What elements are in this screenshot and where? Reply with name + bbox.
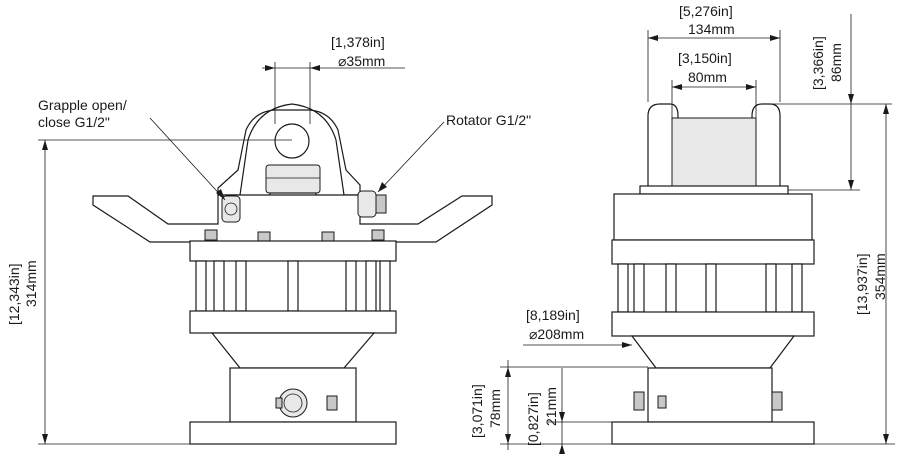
grapple-label-line2: close G1/2" <box>38 114 110 130</box>
right-tie-rods <box>617 263 803 313</box>
plate-height-in: [0,827in] <box>525 392 541 446</box>
right-ear-left <box>647 103 679 193</box>
rotator-label: Rotator G1/2" <box>446 112 531 128</box>
base-height-in: [3,071in] <box>469 384 485 438</box>
ear-height-dimension <box>772 14 892 191</box>
right-height-mm: 354mm <box>872 253 888 300</box>
left-hub-nut <box>265 164 321 194</box>
right-base-plate <box>611 421 815 445</box>
left-rotator-fitting <box>375 194 387 214</box>
left-height-in: [12,343in] <box>6 264 22 326</box>
left-grapple-port <box>221 195 241 223</box>
left-height-dimension <box>38 139 292 445</box>
left-base-plate <box>189 421 397 445</box>
left-cone <box>210 332 376 369</box>
plate-height-mm: 21mm <box>543 387 559 426</box>
right-ear-web <box>671 117 757 187</box>
left-base-port <box>278 388 308 418</box>
left-height-mm: 314mm <box>23 260 39 307</box>
pin-dia-in: [1,378in] <box>331 34 385 50</box>
left-wing-plate <box>92 194 493 243</box>
right-top-block <box>613 193 813 241</box>
left-pin-hole <box>274 123 310 159</box>
left-view <box>92 103 493 445</box>
rotator-leader <box>377 121 445 193</box>
outer-width-dimension <box>647 30 781 102</box>
inner-width-dimension <box>671 80 757 120</box>
right-lower-collar <box>611 311 815 337</box>
right-cone <box>630 335 796 369</box>
left-upper-collar <box>189 240 397 262</box>
left-tie-rods <box>195 260 391 312</box>
outer-width-mm: 134mm <box>688 21 735 37</box>
inner-width-in: [3,150in] <box>678 50 732 66</box>
left-ear <box>217 103 361 196</box>
right-ear-base <box>639 185 789 195</box>
left-rotator-port <box>357 190 377 218</box>
pin-dia-mm: ⌀35mm <box>338 53 385 69</box>
right-upper-collar <box>611 239 815 265</box>
right-view <box>611 103 815 445</box>
left-lower-collar <box>189 310 397 334</box>
pin-diameter-dimension <box>262 62 405 124</box>
plate-height-dimension <box>548 368 612 454</box>
right-base-block <box>647 367 773 423</box>
body-dia-mm: ⌀208mm <box>529 326 584 342</box>
base-height-dimension <box>500 360 648 450</box>
inner-width-mm: 80mm <box>688 69 727 85</box>
right-height-dimension <box>814 104 895 445</box>
base-height-mm: 78mm <box>487 389 503 428</box>
body-diameter-dimension <box>523 342 632 348</box>
ear-height-mm: 86mm <box>828 43 844 82</box>
right-ear-right <box>751 103 781 193</box>
grapple-label-line1: Grapple open/ <box>38 97 127 113</box>
body-dia-in: [8,189in] <box>526 307 580 323</box>
outer-width-in: [5,276in] <box>679 3 733 19</box>
right-height-in: [13,937in] <box>854 254 870 316</box>
grapple-leader <box>149 117 226 201</box>
ear-height-in: [3,366in] <box>810 36 826 90</box>
